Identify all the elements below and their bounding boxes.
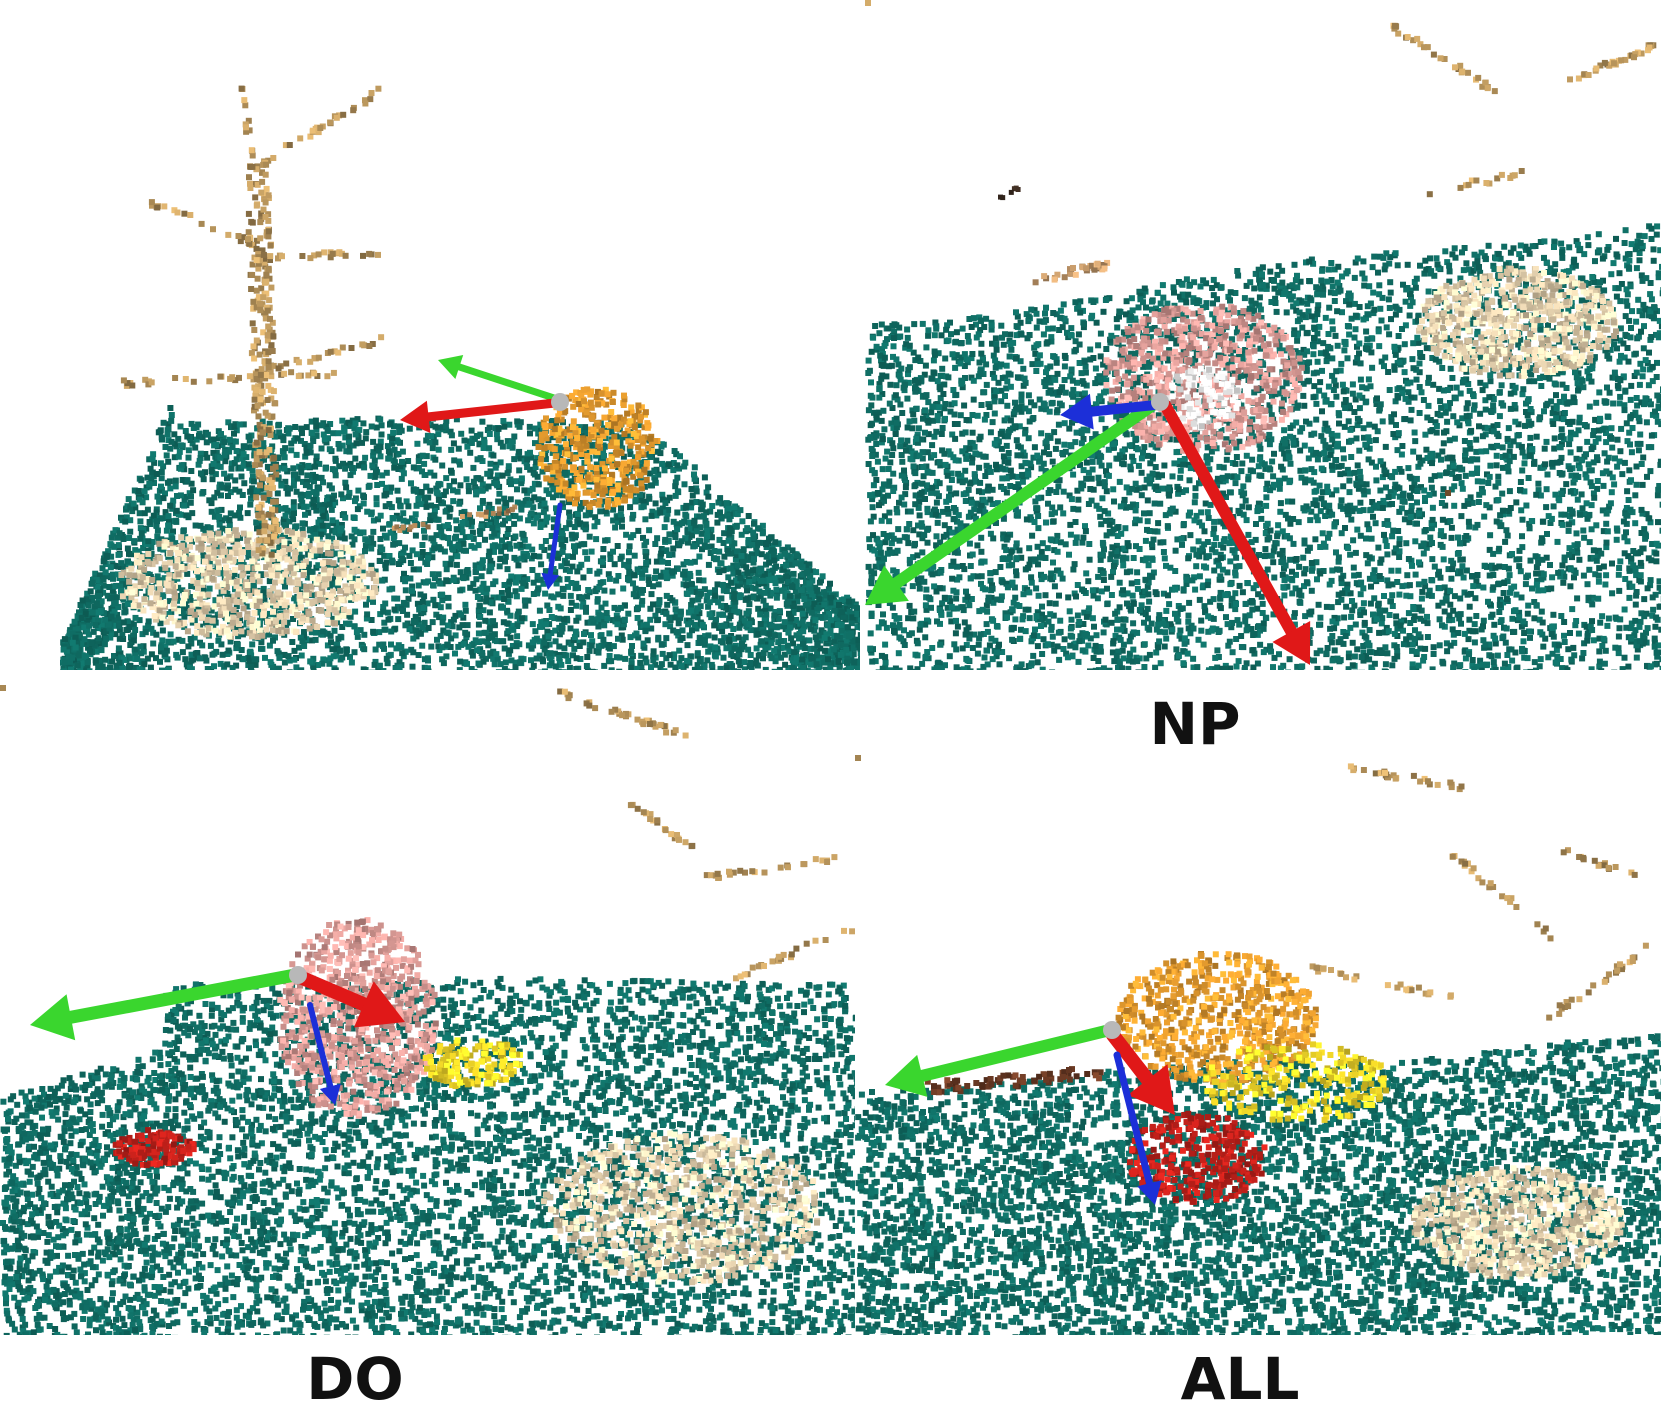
point-cloud-scene-ni bbox=[0, 0, 860, 670]
point-cloud-scene-np bbox=[865, 0, 1661, 670]
caption-all: ALL bbox=[1090, 1350, 1390, 1408]
caption-do: DO bbox=[205, 1350, 505, 1408]
scene-panel-ni bbox=[0, 0, 860, 670]
scene-panel-np bbox=[865, 0, 1661, 670]
point-cloud-scene-all bbox=[855, 755, 1661, 1335]
scene-panel-all bbox=[855, 755, 1661, 1335]
scene-panel-do bbox=[0, 685, 860, 1335]
caption-np: NP bbox=[1045, 695, 1345, 753]
point-cloud-scene-do bbox=[0, 685, 860, 1335]
